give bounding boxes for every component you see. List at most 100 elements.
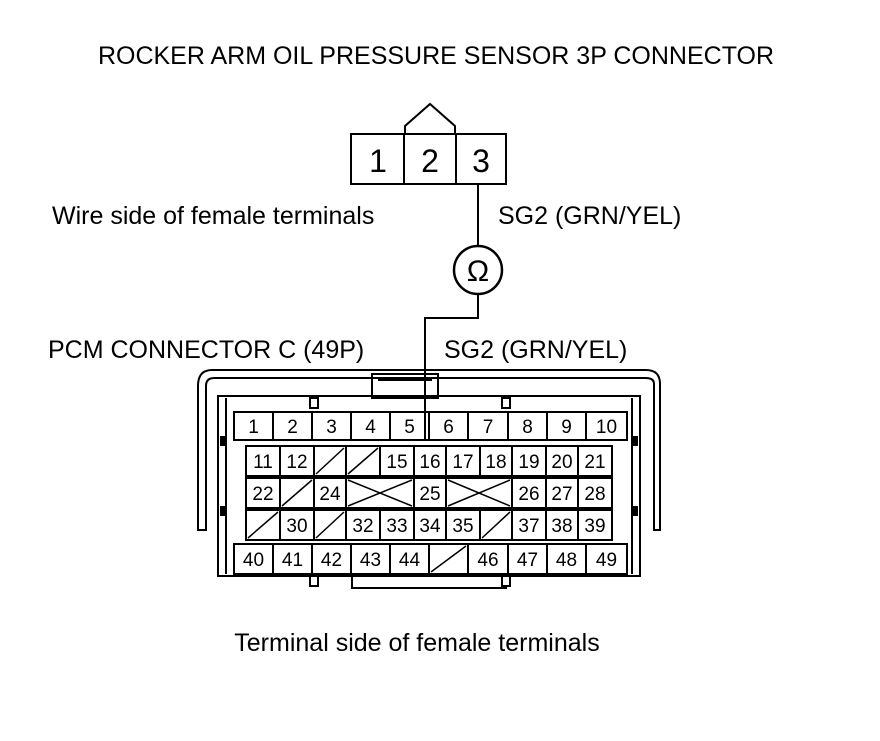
pcm-terminal-30: 30 [286,516,307,537]
pcm-connector [197,369,661,589]
pcm-terminal-26: 26 [518,484,539,505]
sensor-connector-body [350,133,507,185]
pcm-empty-cavity-mark [430,545,467,573]
sensor-connector [350,102,507,185]
pcm-terminal-32: 32 [352,516,373,537]
pcm-terminal-5: 5 [404,417,415,438]
pcm-terminal-8: 8 [522,417,533,438]
pcm-terminal-cell [350,411,391,441]
pcm-terminal-28: 28 [584,484,605,505]
pcm-terminal-24: 24 [319,484,341,505]
pcm-terminal-cell [245,477,281,509]
pcm-terminal-cell [546,411,587,441]
pcm-terminal-18: 18 [485,452,506,473]
pcm-terminal-cell [445,445,481,477]
pcm-terminal-19: 19 [518,452,539,473]
ohmmeter: Ω [452,244,504,296]
pcm-connector-key [351,575,507,589]
pcm-terminal-33: 33 [386,516,407,537]
pcm-terminal-cell [428,411,469,441]
pcm-terminal-9: 9 [561,417,572,438]
pcm-terminal-49: 49 [596,550,617,571]
pcm-terminal-cell [245,445,281,477]
pcm-terminal-cell [413,509,447,541]
pcm-terminal-cell [379,509,415,541]
pcm-terminal-cell [507,411,548,441]
pcm-terminal-16: 16 [419,452,440,473]
pcm-terminal-cell [585,411,628,441]
pcm-terminal-17: 17 [452,452,473,473]
pcm-terminal-46: 46 [477,550,498,571]
pcm-terminal-cell [313,477,347,509]
pcm-terminal-12: 12 [286,452,307,473]
pcm-terminal-7: 7 [483,417,494,438]
pcm-connector-shell [197,369,661,531]
pcm-terminal-6: 6 [443,417,454,438]
pcm-terminal-cell [379,445,415,477]
pcm-terminal-cell [585,543,628,575]
pcm-terminal-2: 2 [287,417,298,438]
sensor-terminal-3: 3 [472,143,490,179]
pcm-terminal-37: 37 [518,516,539,537]
pcm-terminal-41: 41 [282,550,303,571]
pcm-terminal-3: 3 [326,417,337,438]
sensor-terminal-2: 2 [421,143,439,179]
pcm-terminal-20: 20 [551,452,572,473]
sensor-connector-lock-tab [404,102,456,134]
pcm-terminal-27: 27 [551,484,572,505]
pcm-terminal-38: 38 [551,516,572,537]
pcm-terminal-cell [233,543,274,575]
pcm-terminal-cell [279,445,315,477]
pcm-terminal-39: 39 [584,516,605,537]
pcm-terminal-22: 22 [252,484,273,505]
pcm-terminal-43: 43 [360,550,381,571]
pcm-empty-cavity-mark [315,447,345,475]
pcm-terminal-cell [577,509,613,541]
pcm-terminal-47: 47 [517,550,538,571]
pcm-terminal-cell [233,411,274,441]
pcm-connector-latch [371,373,439,399]
pcm-terminal-cell [545,477,579,509]
sensor-wire-label: SG2 (GRN/YEL) [498,202,681,230]
pcm-terminal-cell [546,543,587,575]
pcm-terminal-4: 4 [365,417,376,438]
pcm-wire-label: SG2 (GRN/YEL) [444,336,627,364]
pcm-terminal-cell [389,543,430,575]
pcm-terminal-44: 44 [399,550,421,571]
pcm-empty-cavity-mark [247,511,279,539]
pcm-terminal-cell [311,411,352,441]
pcm-terminal-15: 15 [386,452,407,473]
pcm-view-label: Terminal side of female terminals [234,629,599,657]
pcm-terminal-cell [577,445,613,477]
pcm-terminal-21: 21 [584,452,605,473]
pcm-blocked-cavity-mark [347,479,413,507]
pcm-terminal-cell [272,543,313,575]
pcm-terminal-cell [279,509,315,541]
pcm-terminal-1: 1 [248,417,259,438]
sensor-terminal-1: 1 [369,143,387,179]
pcm-terminal-cell [511,445,547,477]
pcm-empty-cavity-mark [347,447,379,475]
pcm-terminal-cell [272,411,313,441]
pcm-terminal-42: 42 [321,550,342,571]
pcm-terminal-34: 34 [419,516,441,537]
pcm-terminal-40: 40 [243,550,264,571]
pcm-terminal-cell [350,543,391,575]
pcm-blocked-cavity-mark [447,479,511,507]
sensor-view-label: Wire side of female terminals [52,202,374,230]
pcm-terminal-35: 35 [452,516,473,537]
pcm-empty-cavity-mark [315,511,345,539]
pcm-empty-cavity-mark [281,479,313,507]
pcm-terminal-10: 10 [596,417,617,438]
ohm-symbol-icon: Ω [467,255,489,288]
pcm-terminal-cell [577,477,613,509]
pcm-terminal-48: 48 [556,550,577,571]
pcm-terminal-25: 25 [419,484,440,505]
pcm-connector-label: PCM CONNECTOR C (49P) [48,336,364,364]
pcm-terminal-11: 11 [253,452,273,473]
pcm-empty-cavity-mark [481,511,511,539]
diagram-title: ROCKER ARM OIL PRESSURE SENSOR 3P CONNEC… [98,42,774,70]
